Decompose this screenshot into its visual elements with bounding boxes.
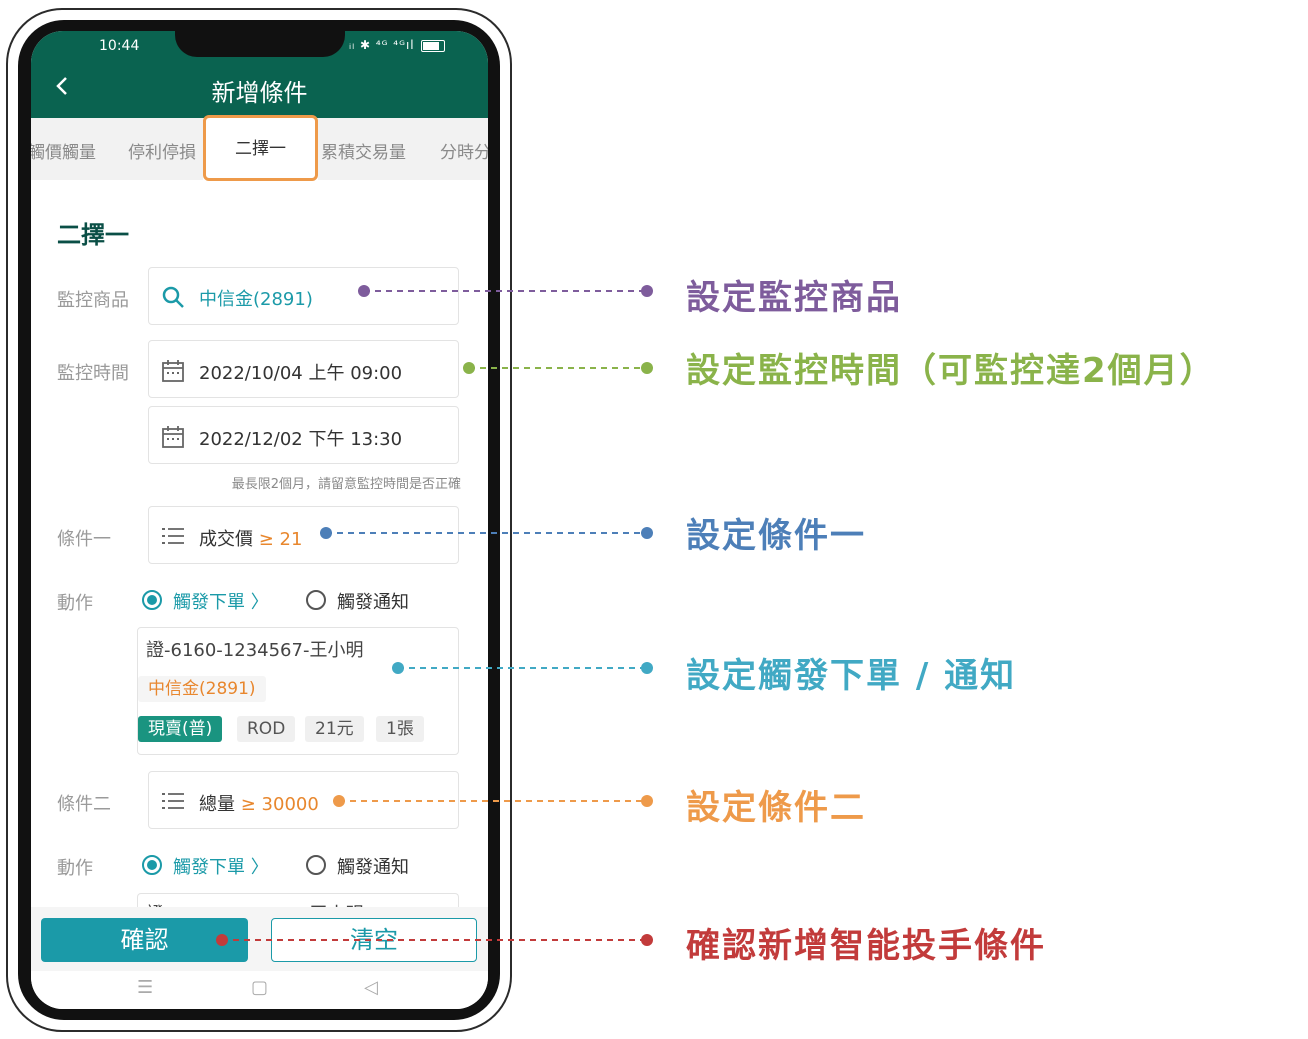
tab-accumulated-volume[interactable]: 累積交易量 [321, 143, 406, 163]
end-time-value: 2022/12/02 下午 13:30 [199, 429, 403, 450]
annotation-trigger: 設定觸發下單 / 通知 [686, 656, 1017, 696]
condition1-field[interactable]: 成交價 ≥ 21 [148, 506, 459, 564]
system-nav-bar: ☰ ▢ ◁ [31, 971, 488, 1009]
account-text: 證-6160-1234567-王小明 [146, 640, 364, 661]
condition2-field-name: 總量 [199, 794, 235, 815]
home-nav-icon[interactable]: ▢ [251, 977, 269, 998]
condition2-label: 條件二 [57, 794, 111, 815]
tab-price-volume[interactable]: 觸價觸量 [31, 143, 96, 163]
condition1-field-name: 成交價 [199, 529, 253, 550]
action1-label: 動作 [57, 593, 93, 614]
trigger-order-option[interactable]: 觸發下單 〉 [173, 588, 269, 614]
action-footer: 確認 清空 [31, 907, 488, 971]
time-hint: 最長限2個月，請留意監控時間是否正確 [231, 477, 461, 492]
end-time-field[interactable]: 2022/12/02 下午 13:30 [148, 406, 459, 464]
condition1-label: 條件一 [57, 529, 111, 550]
battery-icon [420, 39, 445, 52]
condition2-field[interactable]: 總量 ≥ 30000 [148, 771, 459, 829]
trigger-order-option-2[interactable]: 觸發下單 〉 [173, 853, 269, 879]
signal-icons: ᵢₗ ✱ ⁴ᴳ ⁴ᴳıl [349, 38, 415, 52]
calendar-icon [162, 426, 184, 448]
time-label: 監控時間 [57, 363, 129, 384]
trigger-notify-label-2[interactable]: 觸發通知 [337, 857, 409, 878]
order-qty-chip: 1張 [376, 716, 424, 742]
order-rod-chip: ROD [237, 716, 296, 742]
back-arrow-icon[interactable] [51, 74, 75, 98]
tab-highlight-box [203, 115, 318, 181]
trigger-order-label: 觸發下單 [173, 592, 245, 613]
condition-tabs: 觸價觸量 停利停損 二擇一 累積交易量 分時分 [31, 118, 488, 180]
trigger-notify-radio-2[interactable] [306, 855, 326, 875]
order-stock-chip: 中信金(2891) [138, 676, 266, 702]
start-time-field[interactable]: 2022/10/04 上午 09:00 [148, 340, 459, 398]
product-value: 中信金(2891) [199, 289, 313, 310]
back-nav-icon[interactable]: ◁ [364, 977, 378, 998]
section-title: 二擇一 [57, 221, 129, 249]
annotation-time: 設定監控時間（可監控達2個月） [686, 351, 1216, 391]
tab-intraday[interactable]: 分時分 [440, 143, 488, 163]
trigger-order-label-2: 觸發下單 [173, 857, 245, 878]
trigger-order-radio-2[interactable] [142, 855, 162, 875]
calendar-icon [162, 360, 184, 382]
annotation-condition1: 設定條件一 [686, 516, 866, 556]
status-icons: ᵢₗ ✱ ⁴ᴳ ⁴ᴳıl [349, 38, 445, 52]
tab-take-profit-stop-loss[interactable]: 停利停損 [128, 143, 196, 163]
trigger-notify-radio[interactable] [306, 590, 326, 610]
trigger-notify-label[interactable]: 觸發通知 [337, 592, 409, 613]
status-time: 10:44 [99, 38, 140, 54]
condition2-threshold: ≥ 30000 [240, 794, 319, 815]
tab-either-or[interactable]: 二擇一 [203, 118, 318, 180]
annotation-product: 設定監控商品 [686, 278, 902, 318]
annotation-condition2: 設定條件二 [686, 788, 866, 828]
chevron-right-icon: 〉 [250, 857, 269, 878]
product-field[interactable]: 中信金(2891) [148, 267, 459, 325]
order-summary[interactable]: 證-6160-1234567-王小明 中信金(2891) 現賣(普) ROD 2… [137, 627, 459, 755]
condition1-threshold: ≥ 21 [258, 529, 303, 550]
confirm-button[interactable]: 確認 [41, 918, 248, 962]
menu-nav-icon[interactable]: ☰ [137, 977, 154, 998]
page-title: 新增條件 [211, 79, 308, 107]
annotation-confirm: 確認新增智能投手條件 [686, 926, 1046, 966]
list-icon [162, 793, 184, 809]
product-label: 監控商品 [57, 290, 129, 311]
order-price-chip: 21元 [305, 716, 364, 742]
order-type-chip: 現賣(普) [138, 716, 223, 742]
camera-notch [175, 29, 345, 57]
start-time-value: 2022/10/04 上午 09:00 [199, 363, 403, 384]
clear-button[interactable]: 清空 [271, 918, 477, 962]
app-screen: 10:44 ᵢₗ ✱ ⁴ᴳ ⁴ᴳıl 新增條件 觸價觸量 停利停損 二擇一 累積… [31, 31, 488, 1009]
chevron-right-icon: 〉 [250, 592, 269, 613]
search-icon [162, 286, 184, 308]
list-icon [162, 528, 184, 544]
trigger-order-radio[interactable] [142, 590, 162, 610]
action2-label: 動作 [57, 858, 93, 879]
